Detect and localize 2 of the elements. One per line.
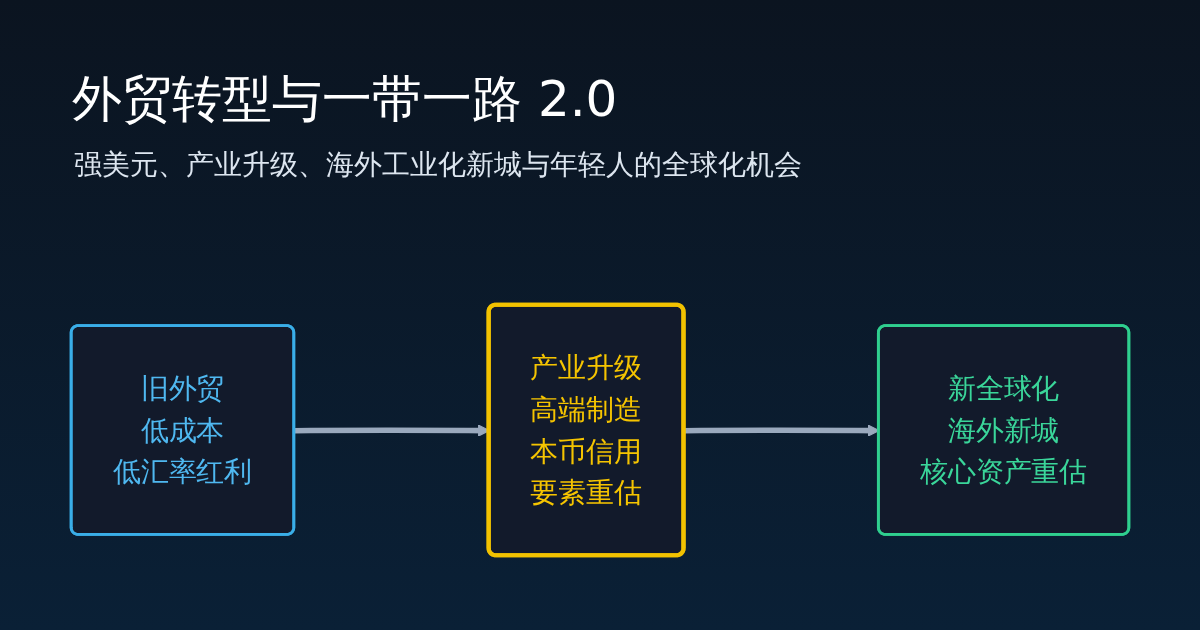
title: 外贸转型与一带一路 2.0 xyxy=(72,69,618,130)
subtitle: 强美元、产业升级、海外工业化新城与年轻人的全球化机会 xyxy=(74,147,802,183)
